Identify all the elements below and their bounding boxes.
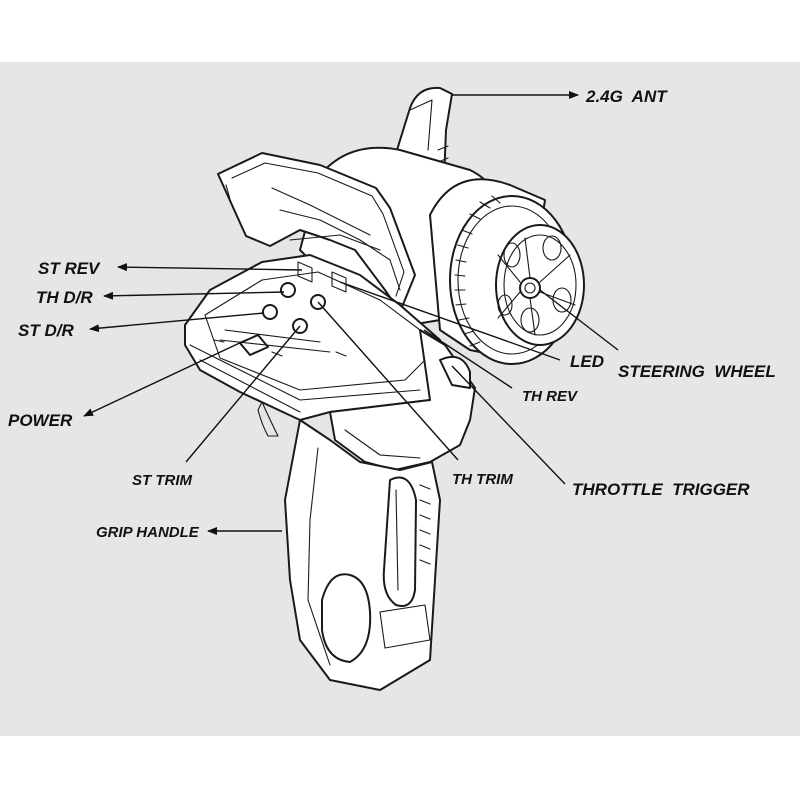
leader-led [339, 281, 561, 361]
label-steering-wheel: STEERING WHEEL [618, 362, 776, 381]
leader-st-trim [185, 325, 301, 463]
leader-th-rev [423, 329, 513, 389]
leader-steering-wheel [539, 289, 619, 351]
label-grip-handle: GRIP HANDLE [96, 524, 200, 541]
leader-st-dr [89, 312, 265, 333]
leader-power [83, 339, 247, 417]
label-th-trim: TH TRIM [452, 471, 513, 488]
label-th-rev: TH REV [522, 388, 579, 405]
label-power: POWER [8, 411, 73, 430]
wheel-assembly [429, 178, 585, 365]
leader-st-rev [117, 263, 303, 272]
leader-lines [83, 91, 619, 535]
transmitter-illustration [184, 86, 585, 691]
label-led: LED [570, 352, 604, 371]
label-st-dr: ST D/R [18, 321, 74, 340]
leader-throttle-trigger [451, 365, 566, 485]
label-throttle-trigger: THROTTLE TRIGGER [572, 480, 750, 499]
wheel-grip-ridges [454, 195, 501, 347]
label-st-trim: ST TRIM [132, 472, 192, 489]
callout-labels: 2.4G ANT ST REV TH D/R ST D/R POWER ST T… [8, 87, 776, 541]
label-antenna: 2.4G ANT [585, 87, 668, 106]
label-st-rev: ST REV [38, 259, 101, 278]
grip-handle-part [257, 401, 441, 691]
label-th-dr: TH D/R [36, 288, 93, 307]
leader-th-dr [103, 291, 285, 300]
leader-th-trim [317, 301, 459, 461]
